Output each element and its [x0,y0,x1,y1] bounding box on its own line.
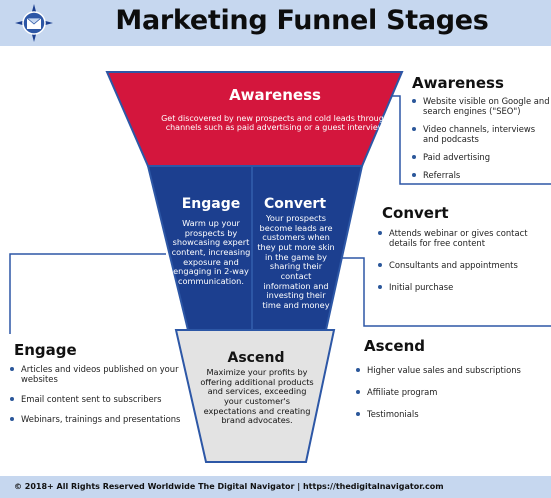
list-item: Higher value sales and subscriptions [356,365,546,375]
list-item: Email content sent to subscribers [10,394,190,404]
convert-stage-text: Your prospects become leads are customer… [257,213,335,311]
list-item: Testimonials [356,409,546,419]
convert-list: Attends webinar or gives contact details… [378,228,548,304]
list-item: Affiliate program [356,387,546,397]
awareness-list: Website visible on Google and search eng… [412,96,550,188]
convert-section-title: Convert [382,204,449,222]
awareness-stage-title: Awareness [229,86,321,104]
footer-band: © 2018+ All Rights Reserved Worldwide Th… [0,476,551,498]
ascend-stage-title: Ascend [227,350,285,366]
convert-connector [334,257,551,327]
awareness-connector [390,95,551,185]
list-item: Attends webinar or gives contact details… [378,228,548,248]
page-title: Marketing Funnel Stages [115,5,489,36]
funnel-diagram [9,71,551,463]
footer-copyright: © 2018+ All Rights Reserved Worldwide Th… [14,482,444,491]
engage-stage-text: Warm up your prospects by showcasing exp… [171,218,251,287]
ascend-layer [174,329,336,463]
ascend-section-title: Ascend [364,337,426,355]
engage-list: Articles and videos published on your we… [10,364,190,434]
list-item: Referrals [412,170,550,180]
list-item: Webinars, trainings and presentations [10,414,190,424]
list-item: Consultants and appointments [378,260,548,270]
list-item: Initial purchase [378,282,548,292]
awareness-stage-text: Get discovered by new prospects and cold… [161,114,389,133]
ascend-list: Higher value sales and subscriptions Aff… [356,365,546,431]
engage-section-title: Engage [14,341,77,359]
list-item: Website visible on Google and search eng… [412,96,550,116]
list-item: Paid advertising [412,152,550,162]
awareness-section-title: Awareness [412,74,504,92]
list-item: Video channels, interviews and podcasts [412,124,550,144]
engage-stage-title: Engage [181,196,241,212]
header-band [0,0,551,46]
list-item: Articles and videos published on your we… [10,364,190,384]
ascend-stage-text: Maximize your profits by offering additi… [200,367,314,426]
convert-stage-title: Convert [263,196,327,212]
engage-connector [9,253,166,334]
compass-logo-icon [15,4,53,42]
